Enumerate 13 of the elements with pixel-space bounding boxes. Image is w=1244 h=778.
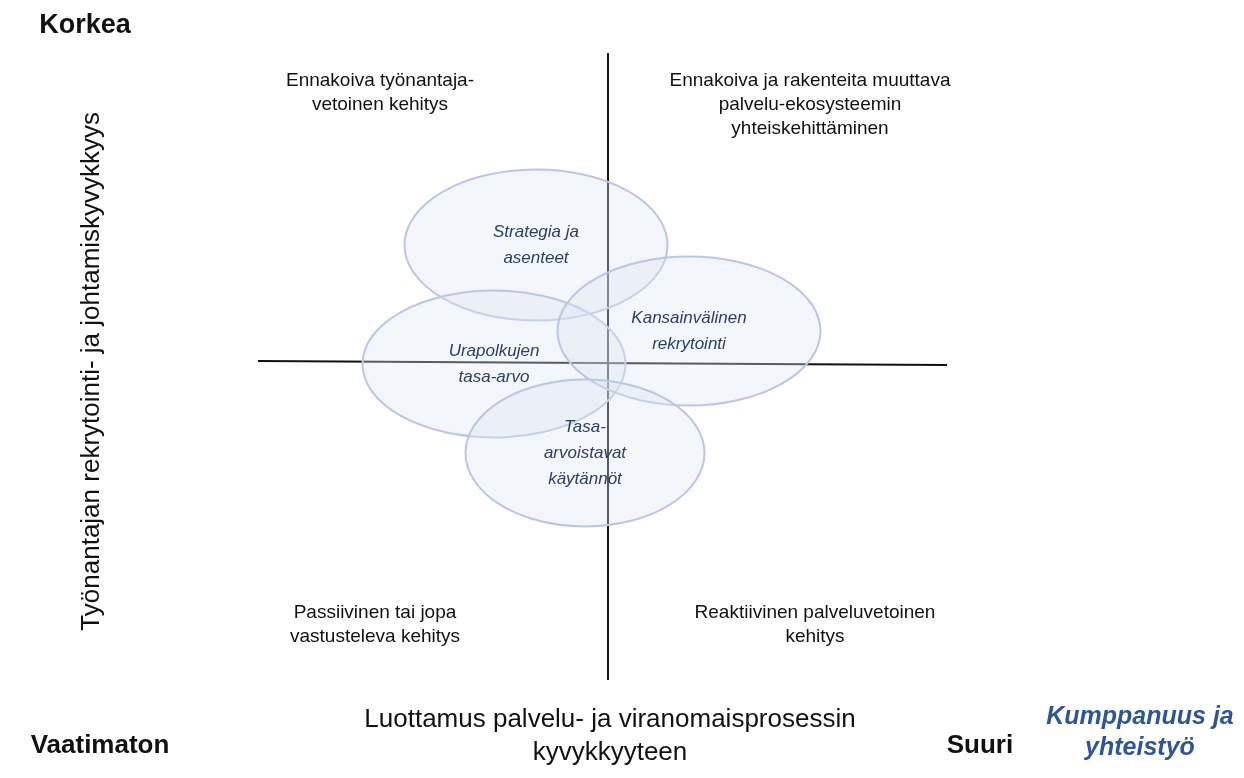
ellipse-label: Urapolkujen tasa-arvo [447,340,541,388]
axis-note: Kumppanuus ja yhteistyö [1045,700,1235,763]
axis-end-label: Korkea [38,8,132,41]
ellipse-label: Kansainvälinen rekrytointi [630,307,748,355]
ellipse-label: Strategia ja asenteet [492,221,580,269]
quadrant-label: Reaktiivinen palveluvetoinen kehitys [693,600,937,648]
axis-end-label: Vaatimaton [29,728,171,761]
axis-title: Työnantajan rekrytointi- ja johtamiskyvykkyys [73,110,106,633]
axis-end-label: Suuri [945,728,1015,761]
quadrant-label: Ennakoiva ja rakenteita muuttava palvelu-ekosysteemin yhteiskehittäminen [668,68,952,140]
axis-title: Luottamus palvelu- ja viranomaisprosessin kyvykkyyteen [363,702,857,767]
quadrant-label: Ennakoiva työnantaja-vetoinen kehitys [285,68,475,116]
quadrant-label: Passiivinen tai jopa vastusteleva kehitys [289,600,461,648]
